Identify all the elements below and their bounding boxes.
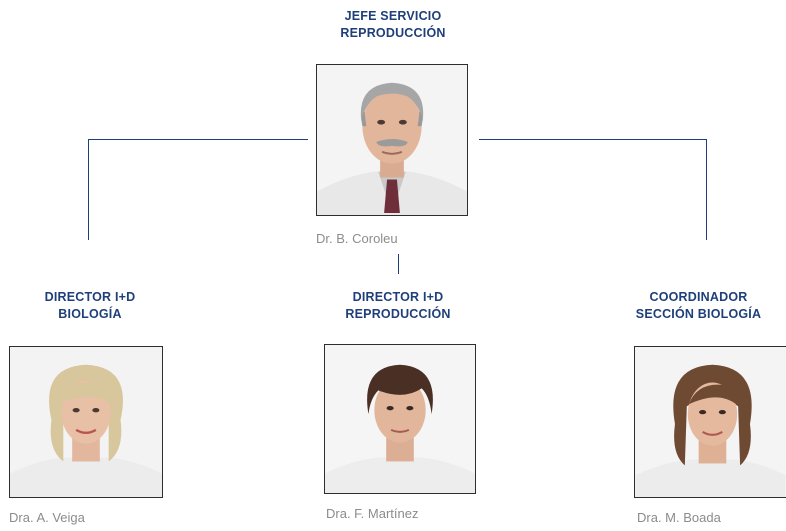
- role-title-line: BIOLOGÍA: [58, 307, 122, 321]
- person-name-right: Dra. M. Boada: [637, 510, 721, 525]
- photo-left: [9, 346, 163, 498]
- male-portrait-icon: [317, 65, 467, 215]
- photo-right: [634, 346, 786, 498]
- role-title-line: REPRODUCCIÓN: [340, 26, 446, 40]
- photo-head: [316, 64, 468, 216]
- person-name-head: Dr. B. Coroleu: [316, 231, 398, 246]
- connector-right-vertical: [706, 139, 707, 240]
- role-title-center: DIRECTOR I+D REPRODUCCIÓN: [313, 289, 483, 323]
- connector-left-horizontal: [88, 139, 308, 140]
- role-title-head: JEFE SERVICIO REPRODUCCIÓN: [293, 8, 493, 42]
- connector-right-horizontal: [479, 139, 707, 140]
- photo-center: [324, 344, 476, 494]
- role-title-left: DIRECTOR I+D BIOLOGÍA: [5, 289, 175, 323]
- role-title-line: SECCIÓN BIOLOGÍA: [635, 307, 762, 321]
- person-name-left: Dra. A. Veiga: [9, 510, 85, 525]
- female-portrait-icon: [635, 347, 786, 497]
- role-title-line: DIRECTOR I+D: [44, 290, 136, 304]
- person-name-center: Dra. F. Martínez: [326, 506, 419, 521]
- connector-center-vertical: [398, 254, 399, 274]
- role-title-right: COORDINADOR SECCIÓN BIOLOGÍA: [611, 289, 786, 323]
- female-portrait-icon: [325, 345, 475, 493]
- role-title-line: REPRODUCCIÓN: [345, 307, 451, 321]
- role-title-line: COORDINADOR: [649, 290, 748, 304]
- female-portrait-icon: [10, 347, 162, 497]
- role-title-line: DIRECTOR I+D: [352, 290, 444, 304]
- role-title-line: JEFE SERVICIO: [344, 9, 442, 23]
- connector-left-vertical: [88, 139, 89, 240]
